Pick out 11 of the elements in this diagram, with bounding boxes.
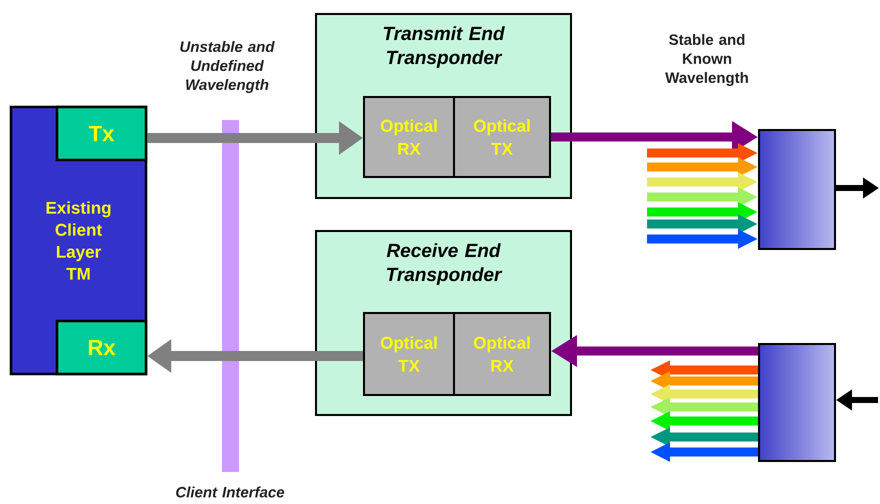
multiplexer-box bbox=[758, 129, 836, 250]
optical-module-box: Optical TX bbox=[363, 312, 455, 396]
port-box: Tx bbox=[56, 106, 148, 162]
multiplexer-box bbox=[758, 343, 836, 462]
port-box: Rx bbox=[56, 320, 148, 376]
annotation-text: Unstable and Undefined Wavelength bbox=[180, 41, 275, 93]
annotation-text: Stable and Known Wavelength bbox=[665, 34, 748, 86]
optical-module-box: Optical RX bbox=[453, 312, 551, 396]
annotation-text: Client Interface bbox=[176, 486, 284, 498]
optical-module-box: Optical RX bbox=[363, 96, 455, 178]
optical-module-box: Optical TX bbox=[453, 96, 551, 178]
